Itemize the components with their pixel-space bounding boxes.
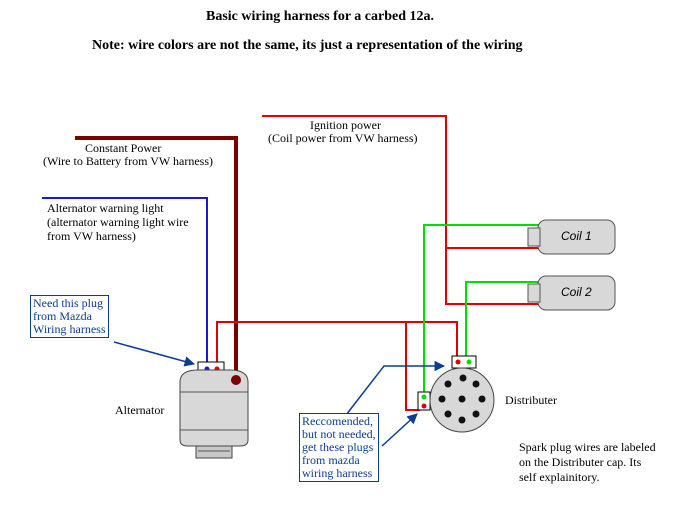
distributor-red-wire <box>405 322 420 411</box>
constant-power-sublabel: (Wire to Battery from VW harness) <box>43 154 214 168</box>
alternator-warning-sublabel-2: from VW harness) <box>47 229 136 243</box>
recommended-arrow-upper <box>345 360 446 416</box>
spark-plug-note-1: Spark plug wires are labeled <box>519 440 656 454</box>
coil2-power-wire <box>445 248 540 305</box>
alternator-warning-wire <box>42 197 208 370</box>
callout-line: Need this plug <box>33 296 103 310</box>
ignition-power-sublabel: (Coil power from VW harness) <box>268 131 418 145</box>
spark-plug-note-2: on the Distributer cap. Its <box>519 455 642 469</box>
constant-power-label: Constant Power <box>85 141 162 155</box>
mazda-plug-arrow <box>113 341 196 367</box>
ignition-power-wire <box>262 115 540 249</box>
recommended-plugs-callout: Reccomended, but not needed, get these p… <box>299 413 379 482</box>
diagram-title: Basic wiring harness for a carbed 12a. <box>206 9 435 24</box>
diagram-note: Note: wire colors are not the same, its … <box>92 38 523 53</box>
coil1-green-wire <box>423 224 540 403</box>
coil-2-label: Coil 2 <box>561 285 592 299</box>
constant-power-wire <box>75 136 238 380</box>
distributer <box>417 355 495 433</box>
coil2-green-wire <box>465 281 540 358</box>
callout-line: from Mazda <box>33 309 92 323</box>
callout-line: from mazda <box>302 453 360 467</box>
callout-line: get these plugs <box>302 440 374 454</box>
alternator-label: Alternator <box>115 403 165 417</box>
mazda-plug-callout: Need this plug from Mazda Wiring harness <box>30 295 109 338</box>
alternator-warning-label: Alternator warning light <box>47 201 164 215</box>
harness-red-wire <box>216 321 458 370</box>
coil-1-label: Coil 1 <box>561 229 592 243</box>
ignition-power-label: Ignition power <box>310 118 381 132</box>
alternator <box>179 361 249 459</box>
distributer-label: Distributer <box>505 393 557 407</box>
callout-line: Reccomended, <box>302 414 373 428</box>
callout-line: but not needed, <box>302 427 376 441</box>
alternator-warning-sublabel-1: (alternator warning light wire <box>47 215 189 229</box>
coil-2 <box>527 275 616 311</box>
coil-1 <box>527 219 616 255</box>
spark-plug-note-3: self explainitory. <box>519 470 600 484</box>
recommended-arrow-lower <box>381 413 418 447</box>
callout-line: wiring harness <box>302 466 373 480</box>
callout-line: Wiring harness <box>33 322 106 336</box>
